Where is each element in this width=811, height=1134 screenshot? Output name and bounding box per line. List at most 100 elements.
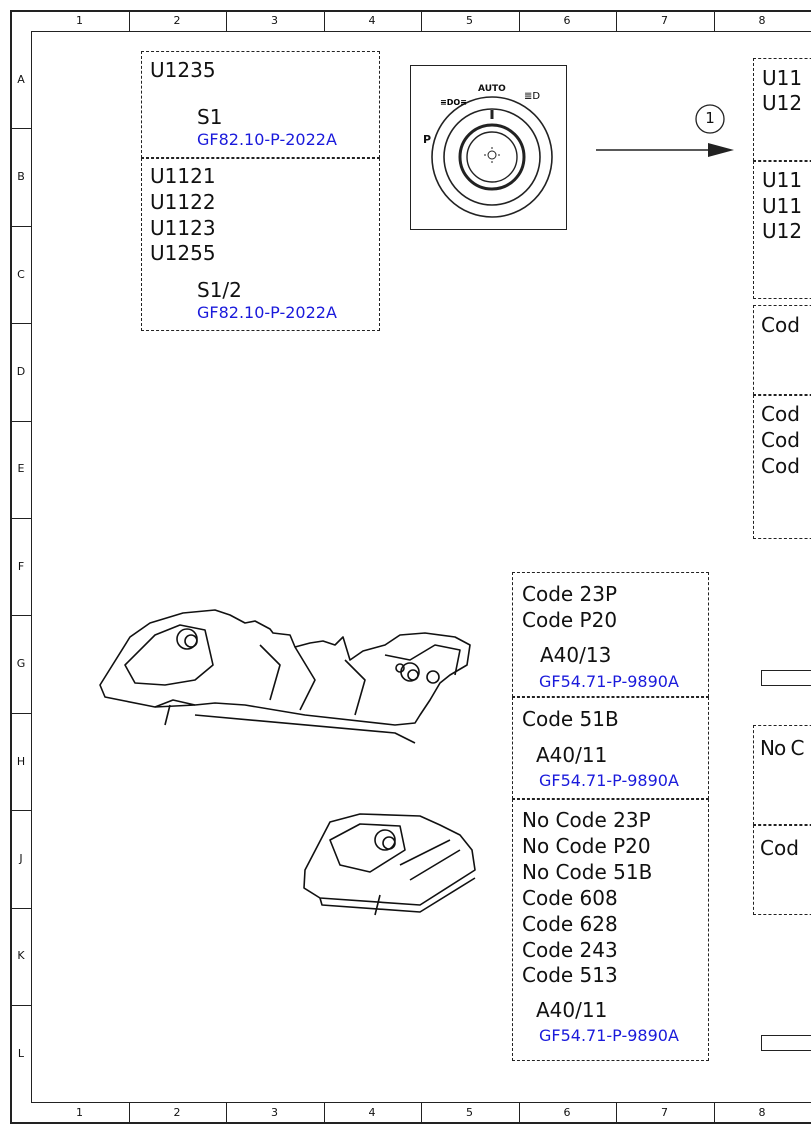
light-switch-illustration (410, 65, 567, 230)
park-label: P (423, 133, 432, 146)
column-tick (323, 1103, 325, 1123)
component-label: S1 (197, 105, 223, 129)
code-box-a40-11-default (512, 799, 709, 1061)
code-label: No Code 23P (522, 808, 651, 832)
connector-outline-g (761, 670, 811, 686)
code-box-partial-j (753, 825, 811, 915)
drawing-frame-inner (31, 31, 811, 1103)
variant-box-partial-b (753, 161, 811, 299)
reference-link[interactable]: GF54.71-P-9890A (539, 672, 679, 691)
component-label: A40/11 (536, 998, 608, 1022)
column-label-top: 6 (563, 14, 571, 27)
column-tick (421, 11, 422, 31)
component-label: A40/13 (540, 643, 612, 667)
svg-text:≣D: ≣D (524, 91, 540, 102)
column-tick (713, 11, 715, 31)
column-label-top: 7 (661, 14, 668, 27)
column-label-bottom: 2 (173, 1106, 181, 1119)
auto-label: AUTO (478, 84, 506, 94)
column-label-bottom: 6 (563, 1106, 571, 1119)
code-label: Code 23P (522, 582, 618, 606)
callout-arrow (596, 104, 734, 157)
code-label: No Code P20 (522, 834, 651, 858)
connector-outline-l (761, 1035, 811, 1051)
reference-link[interactable]: GF82.10-P-2022A (197, 130, 337, 149)
column-tick (226, 1103, 227, 1123)
row-tick (11, 420, 31, 422)
row-label: C (17, 267, 25, 281)
column-label-top: 4 (368, 14, 376, 27)
variant-code: U11 (762, 168, 803, 192)
callout-number: 1 (705, 109, 715, 127)
row-tick (11, 1005, 31, 1006)
code-label: Code 608 (522, 886, 618, 910)
row-tick (11, 225, 31, 227)
code-label: Cod (761, 454, 800, 478)
column-tick (713, 1103, 715, 1123)
code-label: Code 628 (522, 912, 618, 936)
column-label-bottom: 1 (76, 1106, 83, 1119)
variant-code: U11 (762, 66, 803, 90)
variant-code: U11 (762, 194, 803, 218)
row-label: F (17, 559, 25, 573)
code-label: Cod (761, 402, 800, 426)
code-box-partial-d (753, 395, 811, 539)
variant-box-s1-2 (141, 158, 380, 331)
column-tick (616, 1103, 617, 1123)
code-label: Cod (761, 313, 800, 337)
column-label-top: 3 (271, 14, 278, 27)
svg-text:≡DO≡: ≡DO≡ (440, 98, 467, 107)
column-label-bottom: 7 (661, 1106, 668, 1119)
code-label: Cod (761, 428, 800, 452)
column-label-bottom: 8 (758, 1106, 766, 1119)
drawing-frame-outer (10, 10, 811, 1124)
control-unit-large-illustration (99, 609, 471, 744)
control-unit-small-illustration (303, 813, 476, 916)
reference-link[interactable]: GF82.10-P-2022A (197, 303, 337, 322)
code-box-a40-13 (512, 572, 709, 697)
code-box-partial-c (753, 305, 811, 395)
column-label-bottom: 3 (271, 1106, 278, 1119)
row-tick (11, 907, 31, 909)
component-label: A40/11 (536, 743, 608, 767)
variant-code: U12 (762, 91, 803, 115)
variant-code: U1255 (150, 241, 216, 265)
row-label: E (17, 462, 25, 476)
row-label: B (17, 170, 25, 184)
column-label-bottom: 4 (368, 1106, 376, 1119)
column-tick (323, 11, 325, 31)
reference-link[interactable]: GF54.71-P-9890A (539, 771, 679, 790)
column-tick (518, 11, 520, 31)
column-label-top: 8 (758, 14, 766, 27)
code-label: Code 513 (522, 963, 618, 987)
column-tick (616, 11, 617, 31)
row-tick (11, 518, 31, 519)
variant-code: U1121 (150, 164, 216, 188)
row-label: A (17, 72, 25, 86)
row-tick (11, 712, 31, 714)
row-label: K (17, 949, 25, 963)
row-label: H (16, 754, 26, 768)
code-label: Code 51B (522, 707, 619, 731)
column-tick (518, 1103, 520, 1123)
component-label: S1/2 (197, 278, 242, 302)
column-label-bottom: 5 (466, 1106, 473, 1119)
row-tick (11, 128, 31, 130)
reference-link[interactable]: GF54.71-P-9890A (539, 1026, 679, 1045)
variant-code: U1123 (150, 216, 216, 240)
row-tick (11, 615, 31, 617)
row-label: G (16, 657, 26, 671)
column-tick (128, 1103, 130, 1123)
code-box-partial-h (753, 725, 811, 825)
code-box-a40-11-51b (512, 697, 709, 799)
code-label: No C (760, 736, 805, 760)
code-label: No Code 51B (522, 860, 653, 884)
column-tick (421, 1103, 422, 1123)
code-label: Code 243 (522, 938, 618, 962)
variant-code: U12 (762, 219, 803, 243)
column-label-top: 1 (76, 14, 83, 27)
code-label: Code P20 (522, 608, 618, 632)
variant-box-partial-a (753, 58, 811, 161)
row-tick (11, 810, 31, 812)
code-label: Cod (760, 836, 799, 860)
